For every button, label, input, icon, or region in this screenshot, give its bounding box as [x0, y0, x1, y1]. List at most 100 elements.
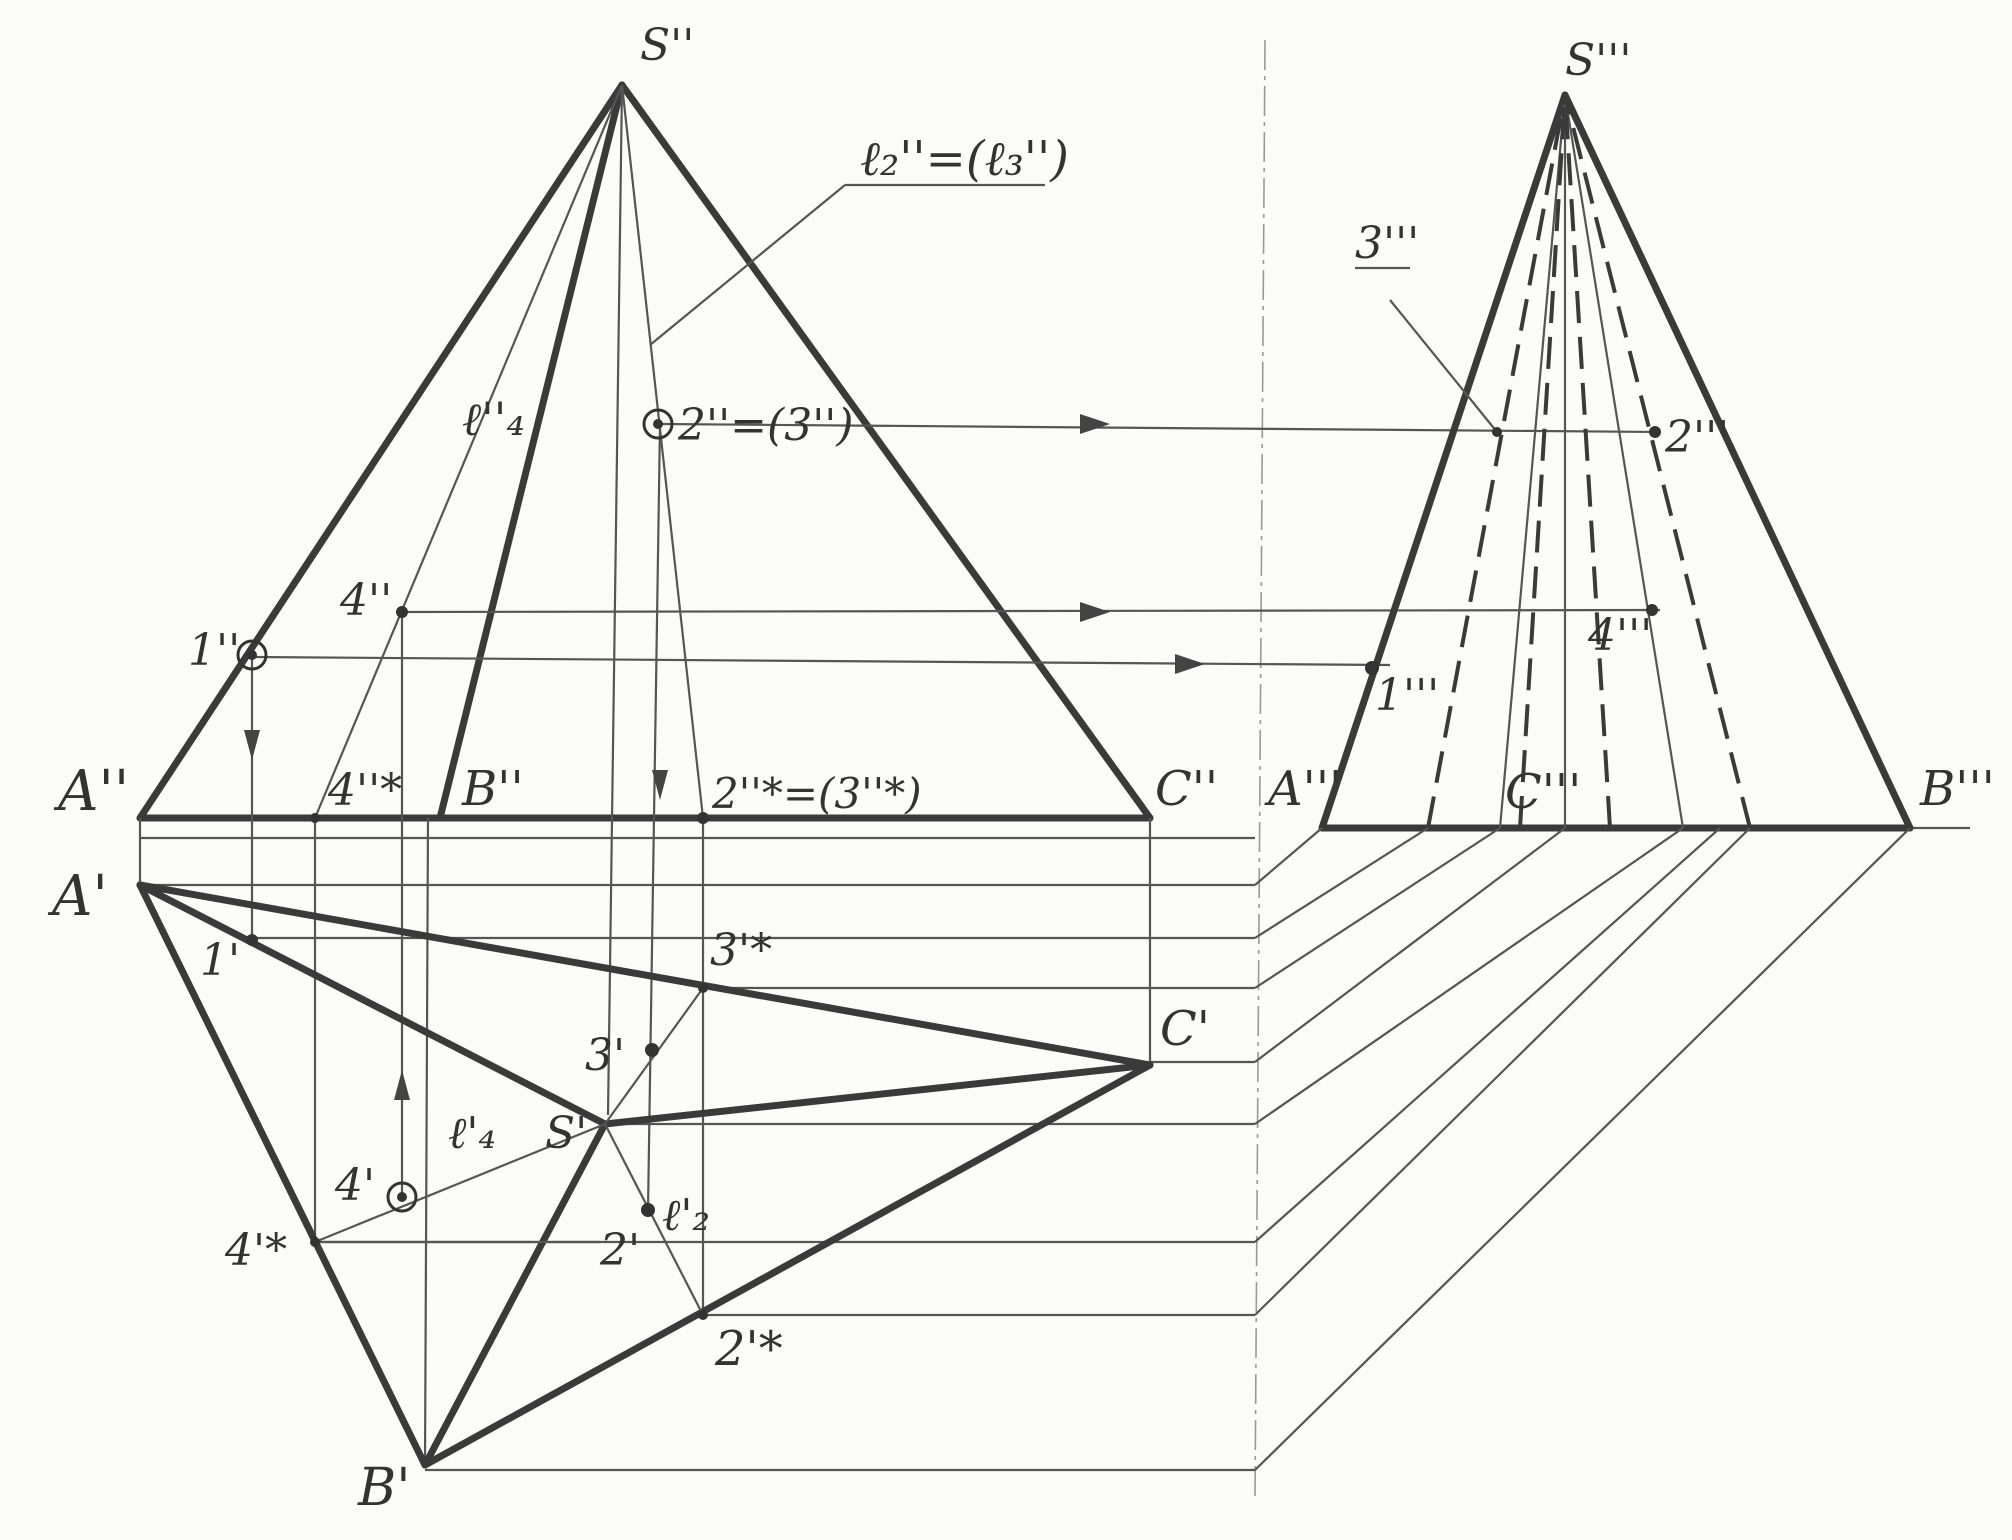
arrows: [244, 414, 1205, 1100]
label-3star-top: 3'*: [710, 925, 772, 976]
edge-bc-top: [421, 1061, 1154, 1469]
label-b-top: B': [357, 1458, 411, 1518]
point-2spp: [697, 812, 709, 824]
point-4p: [397, 1192, 407, 1202]
point-3sp: [698, 983, 708, 993]
arrow-up-4: [394, 1070, 410, 1100]
edge-sb-front: [436, 81, 626, 822]
arrow-2-3: [1080, 414, 1110, 434]
point-3p: [645, 1043, 659, 1057]
label-l4-front: ℓ''₄: [462, 392, 525, 446]
point-4spp: [310, 813, 320, 823]
label-a-front: A'': [53, 759, 129, 824]
link-b: [423, 817, 430, 1466]
arrow-4: [1080, 602, 1110, 622]
transfer-lines: [140, 827, 1911, 1472]
label-s-profile: S''': [1565, 35, 1631, 86]
point-4sp: [310, 1237, 320, 1247]
label-2star-top: 2'*: [714, 1321, 783, 1377]
label-a-top: A': [47, 864, 108, 929]
transfer-d-6: [1254, 827, 1721, 1243]
label-c-profile: C''': [1505, 764, 1581, 820]
transfer-d-2: [1254, 827, 1429, 939]
label-b-front: B'': [461, 761, 524, 817]
label-1-profile: 1''': [1375, 670, 1439, 721]
edge-sc-front: [618, 81, 1154, 822]
point-4pp: [396, 606, 408, 618]
transfer-d-5: [1254, 827, 1684, 1125]
line-s-vertical: [606, 84, 624, 1116]
link-2-3: [646, 423, 662, 1211]
edge-sa-profile: [1318, 91, 1569, 832]
transfer-d-4: [1254, 827, 1566, 1063]
transfer-d-3: [1254, 827, 1501, 989]
label-4star-top: 4'*: [224, 1225, 287, 1276]
profile-view: [1318, 91, 1970, 832]
level-line-4: [399, 608, 1661, 614]
label-s-front: S'': [640, 20, 694, 71]
point-2ppp: [1649, 426, 1661, 438]
edge-sc-profile: [1498, 94, 1567, 829]
point-4ppp: [1646, 604, 1658, 616]
arrow-down-2: [652, 770, 668, 800]
label-4star-front: 4''*: [327, 765, 402, 816]
transfer-d-7: [1254, 827, 1751, 1316]
label-3-profile: 3''': [1355, 218, 1419, 269]
labels: S'' S''' ℓ₂''=(ℓ₃'') ℓ''₄ 2''=(3'') 4'' …: [47, 20, 1995, 1518]
label-4-front: 4'': [339, 575, 392, 626]
hidden-line-3: [1563, 94, 1612, 829]
label-l2-l3: ℓ₂''=(ℓ₃''): [860, 131, 1069, 187]
label-2-profile: 2''': [1664, 412, 1729, 463]
label-1-top: 1': [200, 935, 240, 986]
top-view: [136, 423, 1154, 1469]
point-1ppp: [1365, 661, 1379, 675]
front-view: [136, 81, 1661, 1116]
edge-as-top: [136, 881, 609, 1128]
line-l2-front: [620, 84, 705, 819]
point-1p: [246, 934, 258, 946]
point-1pp-ring: [236, 639, 268, 671]
edge-bs-top: [421, 1120, 609, 1469]
line-l4-profile: [1563, 94, 1685, 829]
hidden-line-2: [1518, 94, 1567, 829]
transfer-d-8: [1254, 827, 1911, 1471]
label-2-3-front: 2''=(3''): [677, 400, 854, 451]
hidden-line-1: [1426, 94, 1567, 829]
point-2sp: [698, 1310, 708, 1320]
point-3ppp: [1492, 427, 1502, 437]
label-s-top: S': [545, 1108, 587, 1159]
arrow-1: [1175, 654, 1205, 674]
line-l4-front: [313, 84, 624, 819]
label-4-top: 4': [334, 1160, 375, 1211]
point-2p: [641, 1203, 655, 1217]
transfer-d-1: [1254, 827, 1323, 886]
leader-l2: [649, 184, 846, 346]
arrow-down-1: [244, 730, 260, 760]
line-l4-top: [314, 1122, 606, 1244]
level-line-1: [249, 655, 1391, 667]
point-1pp: [247, 650, 257, 660]
projection-axis: [1254, 39, 1266, 1501]
line-l2-top: [604, 1123, 704, 1316]
point-4p-ring: [386, 1181, 418, 1213]
edge-sa-front: [136, 81, 626, 822]
points: [236, 408, 1661, 1320]
edge-sb-profile: [1561, 91, 1914, 832]
point-23pp-ring: [642, 408, 674, 440]
label-1-front: 1'': [188, 625, 240, 676]
edge-ac-top: [136, 881, 1154, 1069]
edge-cs-top: [601, 1061, 1154, 1128]
label-c-front: C'': [1155, 761, 1218, 817]
label-a-profile: A''': [1264, 761, 1342, 817]
leader-3ppp: [1389, 299, 1498, 433]
label-l4-top: ℓ'₄: [448, 1108, 496, 1159]
label-l2-top: ℓ'₂: [662, 1190, 710, 1241]
label-2star-front: 2''*=(3''*): [711, 769, 922, 818]
label-c-top: C': [1160, 1001, 1210, 1057]
label-3-top: 3': [585, 1030, 625, 1081]
label-2-top: 2': [599, 1225, 640, 1276]
label-b-profile: B''': [1919, 761, 1995, 817]
edge-ab-top: [136, 881, 429, 1469]
